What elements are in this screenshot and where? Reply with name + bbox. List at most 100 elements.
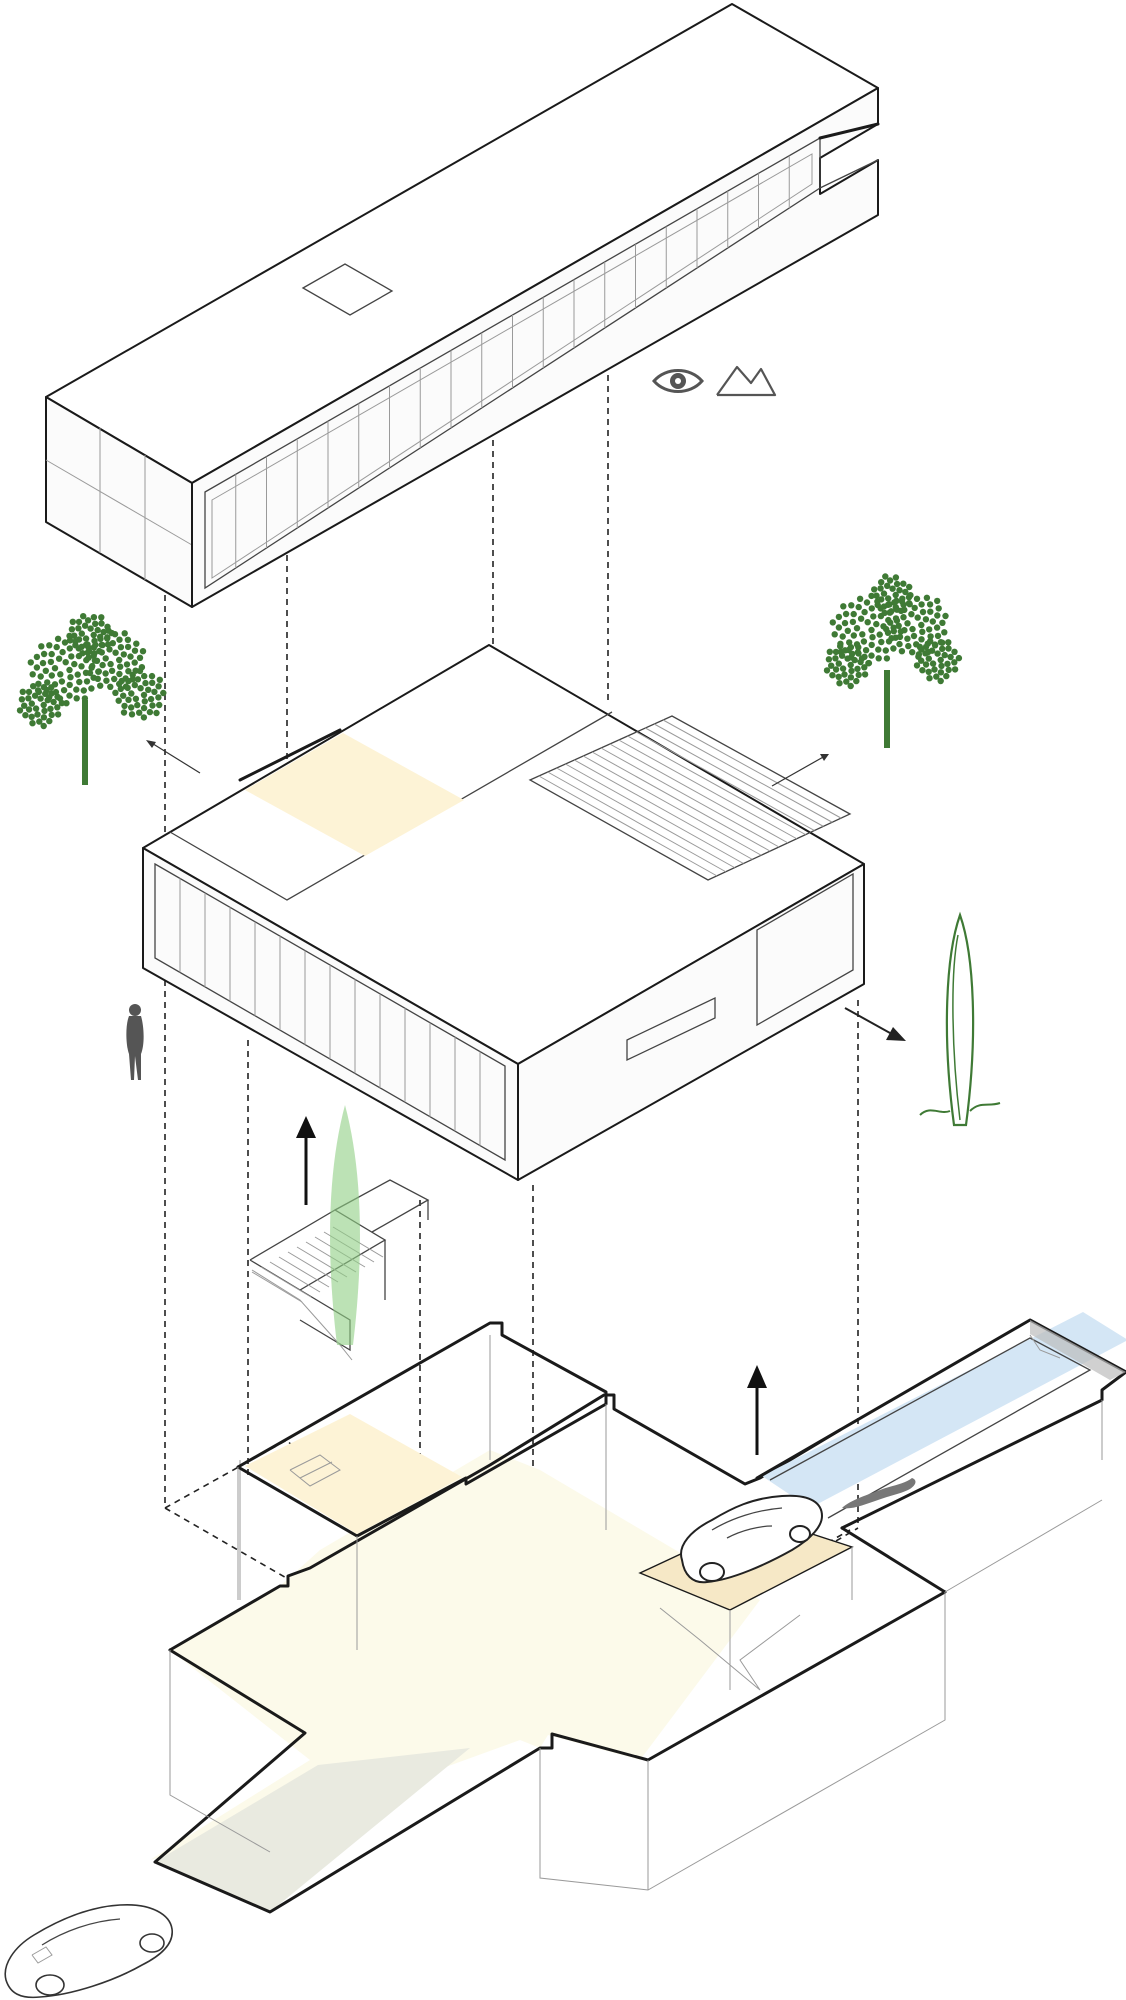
leaf [140,714,148,721]
leaf [893,580,901,588]
leaf [120,651,127,658]
leaf [78,630,85,637]
leaf [149,702,156,709]
leaf [929,618,936,625]
leaf [887,619,894,626]
leaf [92,620,99,627]
leaf [117,644,125,651]
leaf [98,614,105,621]
upper-volume-facade [191,87,879,608]
tree-left [16,613,167,785]
leaf [34,687,42,694]
leaf [915,651,923,658]
leaf [91,637,98,645]
leaf [35,680,42,687]
pergola [528,715,852,881]
leaf [855,644,862,651]
leaf [123,661,131,668]
leaf [880,590,888,597]
leaf [48,711,55,719]
leaf [71,632,78,639]
leaf [124,636,132,643]
leaf [90,644,98,651]
leaf [892,615,900,622]
leaf [927,608,934,615]
leaf [951,659,958,666]
leaf [835,624,843,631]
leaf [128,704,135,711]
pool-water [762,1312,1126,1508]
leaf [881,609,888,617]
leaf [877,585,884,592]
leaf [832,666,840,673]
leaf [916,643,923,650]
leaf [951,648,958,655]
leaf [883,655,891,662]
leaf [938,662,945,670]
leaf [937,669,945,676]
leaf [847,682,854,690]
leaf [823,667,831,674]
leaf [855,650,862,657]
leaf [50,698,57,706]
middle-volume [142,644,865,1181]
leaf [947,653,954,661]
leaf [933,624,941,631]
leaf [98,641,105,649]
leaf [108,667,116,674]
strip-window [626,996,716,1062]
leaf [136,667,144,675]
leaf [868,652,875,659]
leaf [880,603,888,610]
leaf [882,647,889,654]
leaf [140,704,148,712]
leaf [918,601,925,608]
leaf [875,655,882,662]
arrow-up-icon [296,1116,767,1455]
leaf [896,587,903,594]
leaf [107,683,114,690]
leaf [922,616,930,623]
leaf [58,678,66,685]
leaf [873,592,880,599]
leaf [29,671,36,678]
leaf [848,667,855,675]
leaf [905,642,912,650]
leaf [933,673,940,680]
leaf [104,623,111,630]
leaf [37,695,44,702]
leaf [48,684,55,691]
leaf [79,650,86,657]
leaf [141,672,148,680]
leaf [832,648,840,656]
leaf [861,608,868,616]
leaf [836,680,843,687]
leaf [844,627,851,634]
leaf [84,641,91,648]
leaf [900,601,907,608]
leaf [40,714,48,721]
leaf [62,659,69,666]
leaf [74,671,81,678]
leaf [934,612,941,619]
leaf [34,711,41,718]
leaf [892,591,899,599]
leaf [861,653,868,660]
leaf [837,643,844,650]
leaf [838,652,846,659]
leaf [156,676,163,683]
leaf [889,585,896,592]
leaf [843,678,850,685]
leaf [40,684,48,691]
leaf [893,597,900,604]
leaf [846,639,853,646]
leaf [58,699,66,707]
leaf [896,633,904,641]
leaf [937,639,945,646]
leaf [60,687,68,694]
leaf [32,705,40,712]
leaf [19,688,26,695]
leaf [934,650,941,657]
leaf [937,656,944,664]
leaf [137,685,144,692]
